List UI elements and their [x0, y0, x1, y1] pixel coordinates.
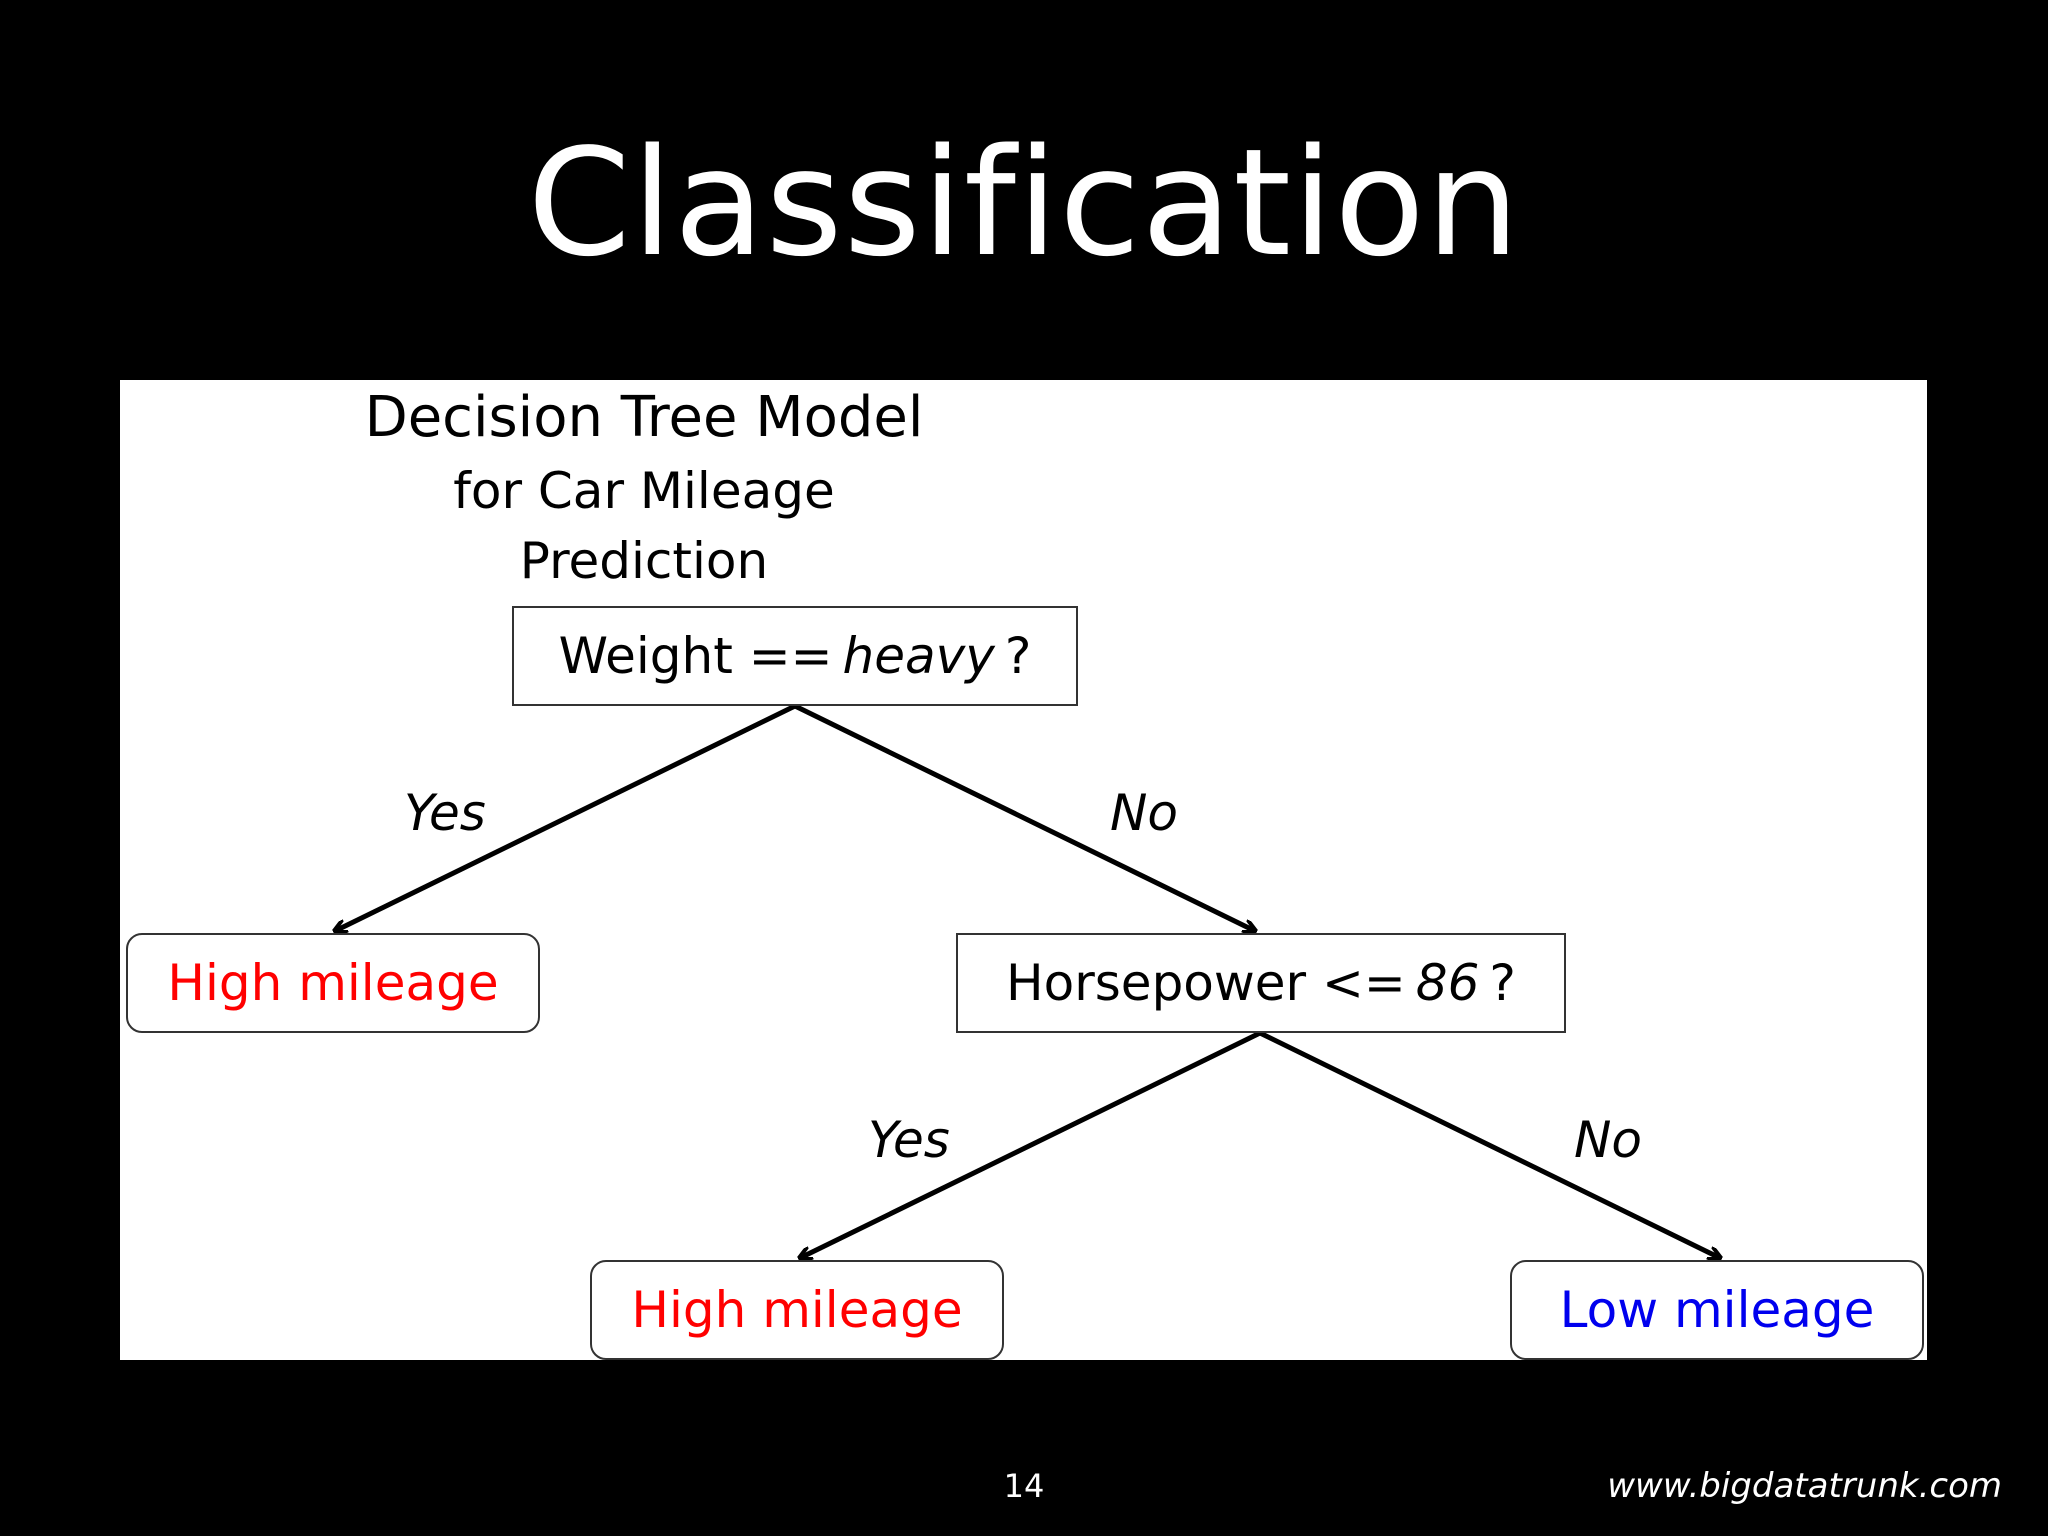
edge-label-split2-no: No: [1574, 1111, 1642, 1169]
edge-root-yes: [335, 703, 797, 931]
page-number: 14: [1003, 1467, 1045, 1505]
split2-node-value: 86: [1415, 954, 1480, 1012]
diagram-title: Decision Tree Model: [364, 385, 924, 450]
edge-split2-yes: [800, 1030, 1262, 1258]
edge-label-root-no: No: [1110, 784, 1178, 842]
edge-split2-no: [1258, 1030, 1720, 1258]
edge-label-split2-yes: Yes: [868, 1111, 950, 1169]
leaf-low-mileage: Low mileage: [1510, 1260, 1924, 1360]
diagram-panel: Decision Tree Model for Car Mileage Pred…: [120, 380, 1927, 1360]
split2-node-prefix: Horsepower <=: [1006, 954, 1406, 1012]
edge-label-root-yes: Yes: [404, 784, 486, 842]
split2-node-suffix: ?: [1489, 954, 1516, 1012]
tree-edges: [120, 703, 1927, 1360]
root-node-suffix: ?: [1004, 627, 1032, 685]
footer-url[interactable]: www.bigdatatrunk.com: [1607, 1466, 2002, 1506]
edge-root-no: [793, 703, 1255, 931]
root-node-prefix: Weight ==: [558, 627, 833, 685]
leaf-high-mileage-left: High mileage: [126, 933, 540, 1033]
root-node: Weight == heavy ?: [512, 606, 1078, 706]
split2-node: Horsepower <= 86 ?: [956, 933, 1566, 1033]
root-node-value: heavy: [842, 627, 995, 685]
slide-title: Classification: [527, 117, 1521, 289]
leaf-high-mileage-bottom: High mileage: [590, 1260, 1004, 1360]
diagram-heading: Decision Tree Model for Car Mileage Pred…: [364, 380, 924, 596]
diagram-subtitle: for Car Mileage Prediction: [453, 462, 835, 590]
